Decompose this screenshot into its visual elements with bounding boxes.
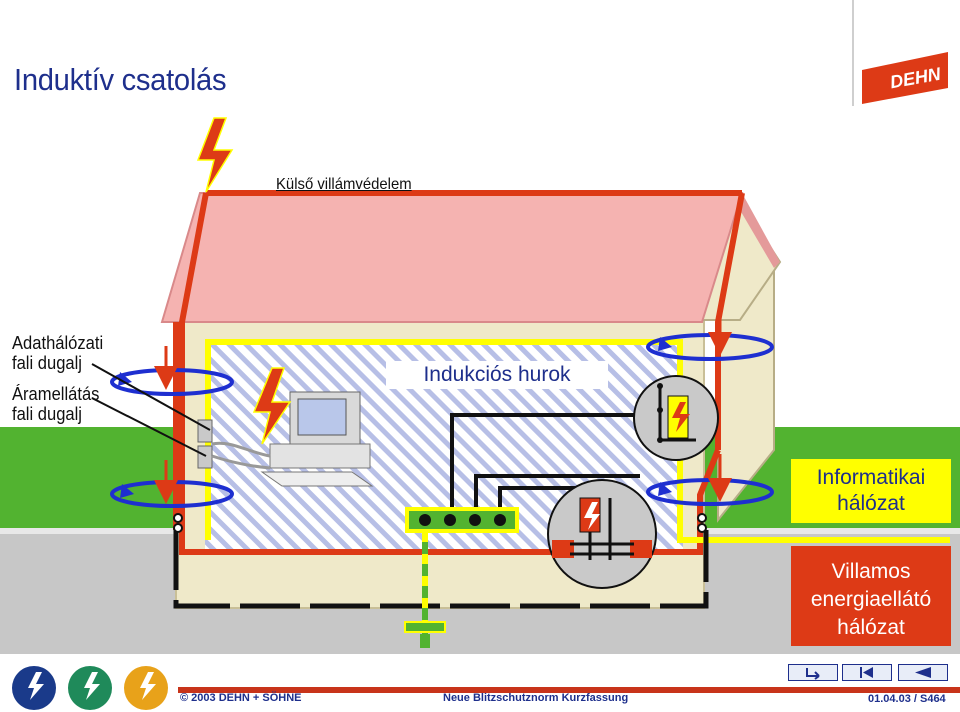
dehn-logo: DEHN [852,0,948,106]
power-network-line3: hálózat [837,616,905,639]
power-socket-label: Áramellátás fali dugalj [12,384,99,424]
label-pointers [91,363,211,457]
it-network-line1: Informatikai [816,466,926,489]
induction-loop-label: Indukciós hurok [386,361,608,389]
power-socket-label-line1: Áramellátás [12,384,100,404]
page-title: Induktív csatolás [14,62,227,97]
footer-icons [12,666,168,710]
lightning-conductor [173,190,745,555]
power-network-box: Villamos energiaellátó hálózat [791,546,951,646]
nav-return-button[interactable] [788,664,838,681]
it-network-line2: hálózat [837,492,905,515]
computer-icon [211,391,374,487]
footer-page: 01.04.03 / S464 [868,693,946,705]
foundation-earth [173,530,709,609]
power-socket-label-line2: fali dugalj [12,404,82,424]
nav-prev-icon [915,667,931,678]
lightning-icon [196,117,234,193]
nav-first-button[interactable] [842,664,892,681]
roof [160,192,744,323]
data-socket-label: Adathálózati fali dugalj [12,333,103,373]
surge-arrester-icon [633,375,719,461]
power-network-line2: energiaellátó [810,588,932,611]
nav-first-icon [860,667,873,678]
surge-arrester-icon-2 [547,479,657,589]
it-network-box: Informatikai hálózat [791,459,951,523]
equipotential-bar [405,507,519,533]
footer-line [178,687,960,693]
nav-prev-button[interactable] [898,664,948,681]
external-protection-label: Külső villámvédelem [276,176,412,193]
data-socket-label-line2: fali dugalj [12,353,82,373]
footer-center-text: Neue Blitzschutznorm Kurzfassung [443,692,629,704]
earth-electrode [404,621,446,633]
footer-copyright: © 2003 DEHN + SÖHNE [180,692,302,704]
power-network-line1: Villamos [831,560,911,583]
lightning-icon-2 [252,367,292,445]
data-socket-label-line1: Adathálózati [12,333,104,353]
nav-return-icon [806,668,820,680]
